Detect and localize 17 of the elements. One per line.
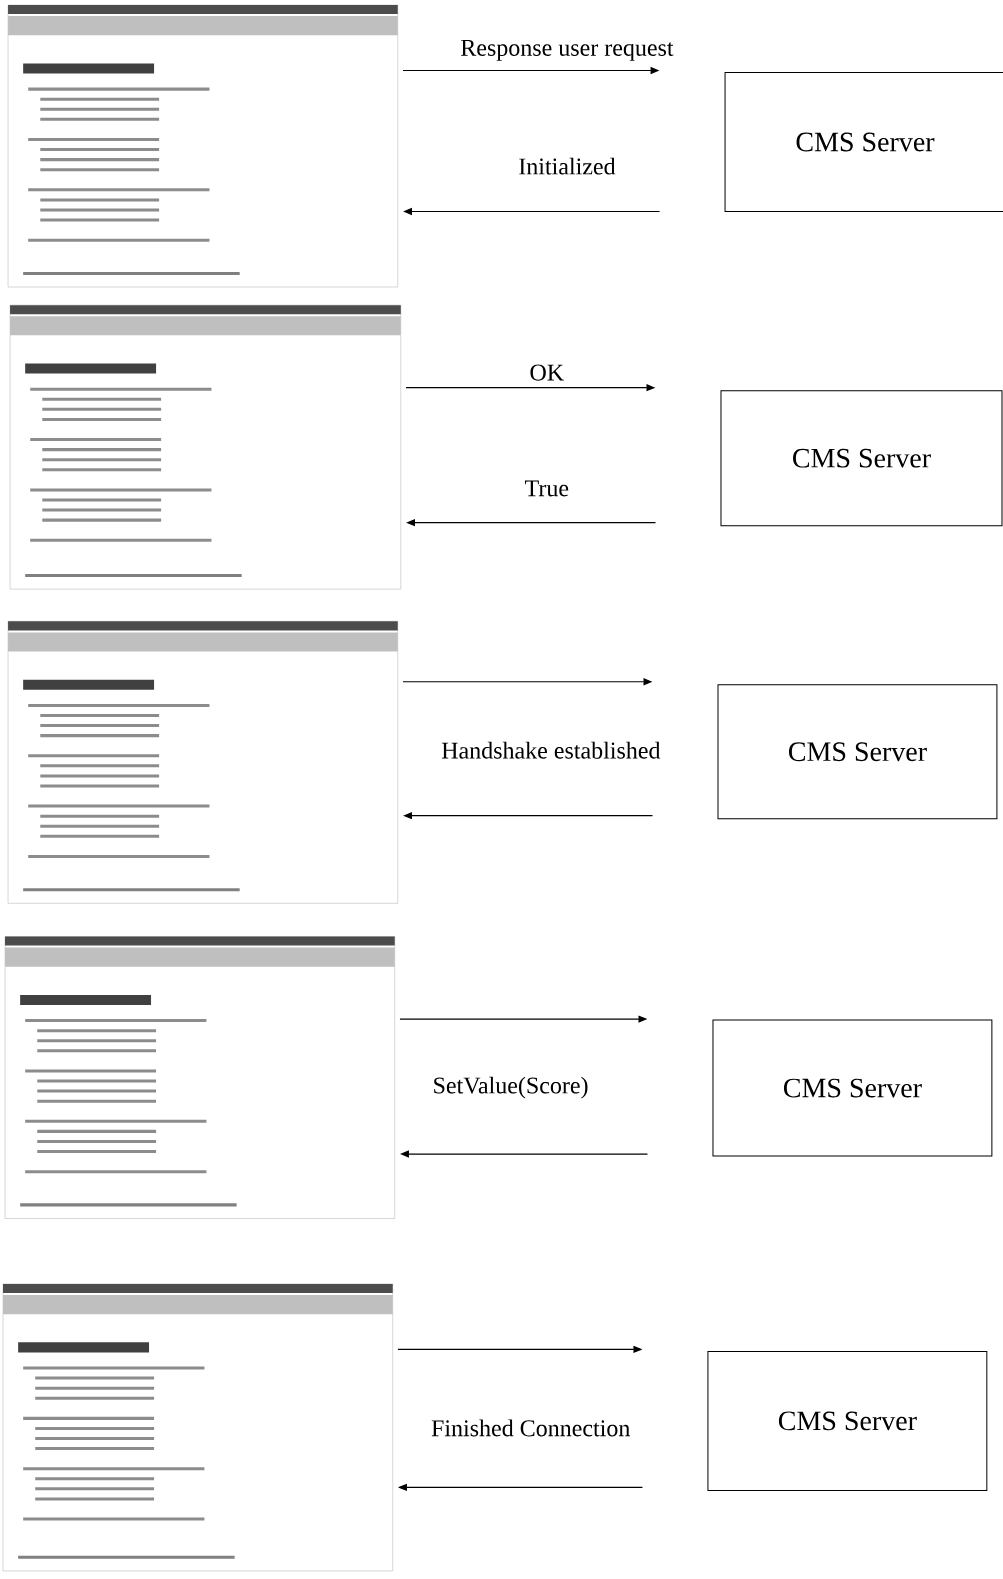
edge-label: Initialized [517, 156, 617, 176]
screenshot-drawing [9, 304, 401, 590]
edge-label: Response user request [459, 38, 675, 62]
server-box: CMS Server [717, 684, 998, 820]
message-label: Finished Connection [431, 1419, 630, 1437]
screenshot-drawing [7, 4, 398, 288]
server-box: CMS Server [720, 390, 1003, 527]
server-box: CMS Server [724, 72, 1003, 212]
edge-label: True [523, 479, 571, 498]
screenshot-drawing [2, 1283, 393, 1572]
screenshot-drawing [7, 621, 398, 904]
edge-label: OK [528, 363, 566, 382]
server-box: CMS Server [712, 1019, 993, 1157]
message-label: Handshake established [441, 741, 661, 759]
screenshot-drawing [4, 936, 395, 1219]
message-label: SetValue(Score) [434, 1076, 588, 1099]
server-box: CMS Server [707, 1350, 988, 1491]
